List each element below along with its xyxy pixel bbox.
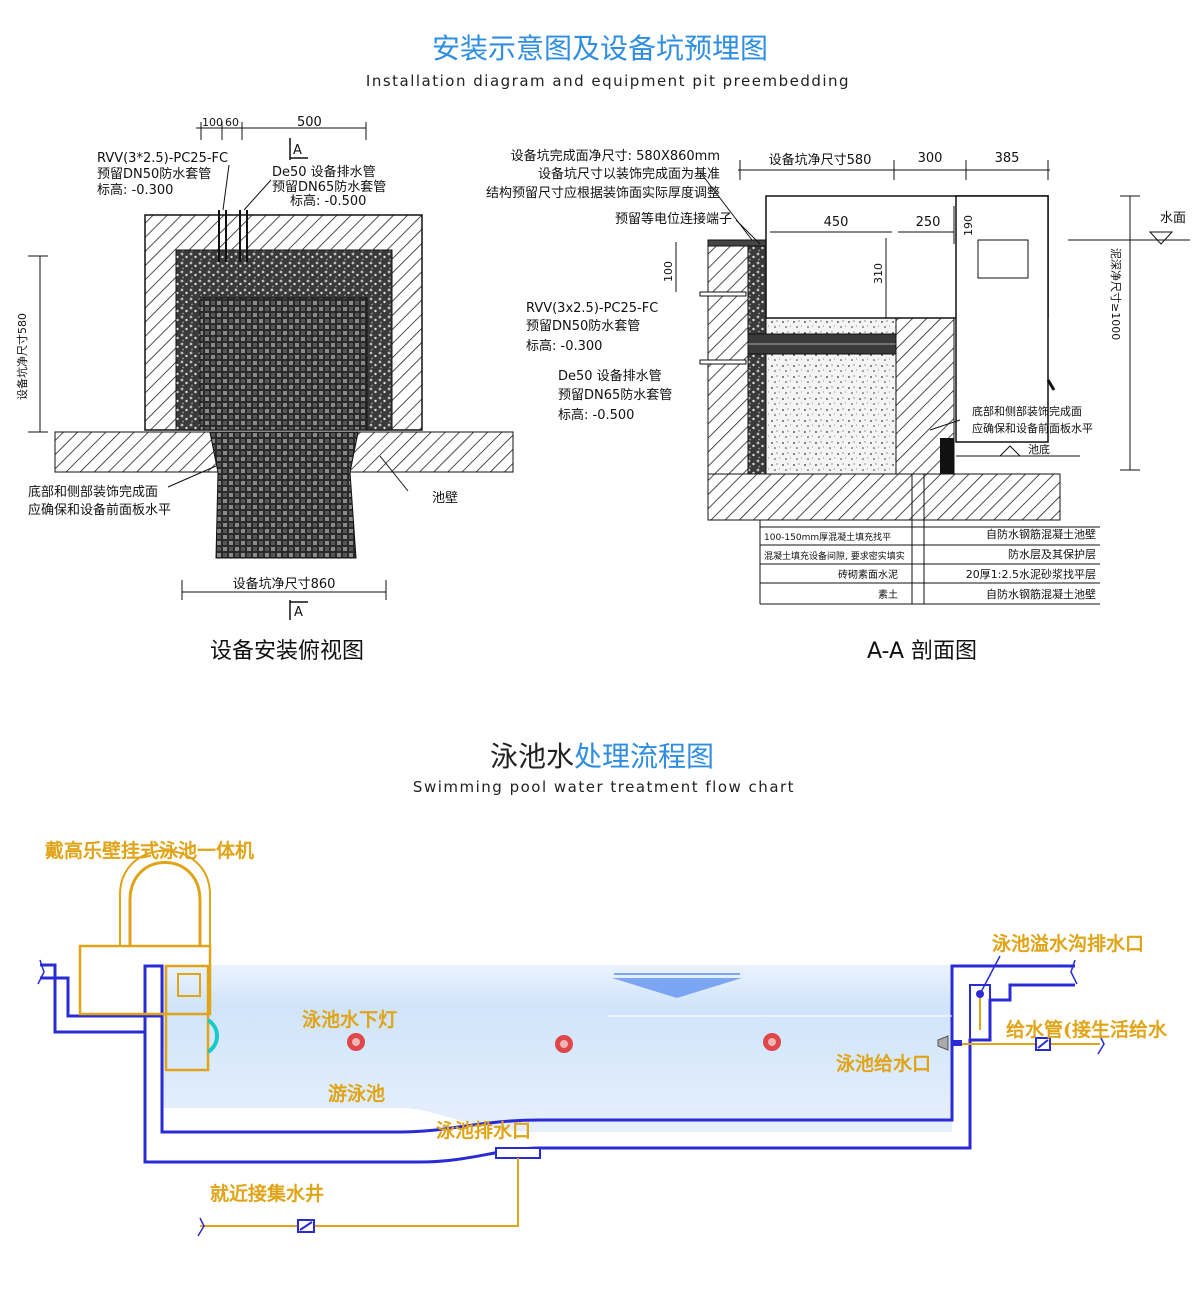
sec-dim-580: 设备坑净尺寸580 [769, 152, 872, 168]
flow-light-label: 泳池水下灯 [302, 1008, 397, 1031]
sec-rvv-line2: 预留DN50防水套管 [526, 318, 640, 334]
flow-pool-label: 游泳池 [328, 1082, 385, 1105]
sec-de50-line3: 标高: -0.500 [558, 407, 634, 423]
sec-rvv-line3: 标高: -0.300 [526, 338, 602, 354]
sec-dim-385: 385 [995, 151, 1020, 166]
section-view-drawing [675, 160, 1190, 605]
top-rvv-line3: 标高: -0.300 [97, 182, 173, 198]
flow-overflow-label: 泳池溢水沟排水口 [992, 932, 1144, 955]
sec-legend-left-2: 砖砌素面水泥 [838, 568, 898, 581]
sec-dim-250: 250 [916, 215, 941, 230]
sec-legend-left-1: 混凝土填充设备间隙, 要求密实填实 [764, 550, 905, 562]
section1-title: 安装示意图及设备坑预埋图 [432, 32, 768, 65]
flow-drain-label: 泳池排水口 [436, 1119, 531, 1142]
sec-dim-310: 310 [872, 263, 885, 284]
section2-title: 泳池水处理流程图 [490, 740, 714, 773]
top-de50-line3: 标高: -0.500 [290, 193, 366, 209]
top-finish-line2: 应确保和设备前面板水平 [28, 502, 171, 518]
top-rvv-line1: RVV(3*2.5)-PC25-FC [97, 151, 228, 166]
sec-finish-line2: 应确保和设备前面板水平 [972, 421, 1093, 435]
top-section-marker-bottom: A [294, 605, 303, 620]
sec-legend-right-1: 防水层及其保护层 [1008, 547, 1096, 561]
sec-note2: 设备坑尺寸以装饰完成面为基准 [538, 166, 720, 182]
sec-de50-line1: De50 设备排水管 [558, 368, 662, 384]
sec-pool-bottom: 池底 [1028, 442, 1050, 456]
top-de50-line1: De50 设备排水管 [272, 164, 376, 180]
top-dim-500: 500 [297, 115, 322, 130]
sec-dim-100: 100 [662, 261, 675, 282]
sec-legend-right-3: 自防水钢筋混凝土池壁 [986, 587, 1096, 601]
section2-title-part1: 泳池水 [490, 740, 574, 773]
top-view-caption: 设备安装俯视图 [210, 639, 364, 664]
top-rvv-line2: 预留DN50防水套管 [97, 166, 211, 182]
section1-subtitle: Installation diagram and equipment pit p… [366, 72, 850, 90]
top-pool-wall: 池壁 [432, 491, 458, 506]
top-view-drawing: 100 60 500 A 设备坑净尺寸580 设备坑净尺寸860 [15, 115, 514, 620]
sec-legend-right-2: 20厚1:2.5水泥砂浆找平层 [966, 567, 1096, 581]
flow-machine-label: 戴高乐壁挂式泳池一体机 [45, 839, 254, 862]
sec-dim-450: 450 [824, 215, 849, 230]
flow-supply-label: 给水管(接生活给水 [1006, 1018, 1168, 1041]
top-de50-line2: 预留DN65防水套管 [272, 179, 386, 195]
pool-flow-drawing [37, 849, 1105, 1237]
section2-subtitle: Swimming pool water treatment flow chart [413, 778, 795, 796]
top-bottom-dim: 设备坑净尺寸860 [233, 576, 336, 592]
flow-inlet-label: 泳池给水口 [836, 1052, 931, 1075]
sec-dim-300: 300 [918, 151, 943, 166]
top-left-dim: 设备坑净尺寸580 [15, 313, 29, 400]
top-finish-line1: 底部和侧部装饰完成面 [28, 484, 158, 500]
sec-note1: 设备坑完成面净尺寸: 580X860mm [511, 148, 720, 164]
top-dim-60: 60 [225, 116, 239, 129]
sec-rvv-line1: RVV(3x2.5)-PC25-FC [526, 301, 658, 316]
sec-dim-190: 190 [962, 215, 975, 236]
sec-legend-left-0: 100-150mm厚混凝土填充找平 [764, 531, 891, 543]
sec-legend-right-0: 自防水钢筋混凝土池壁 [986, 527, 1096, 541]
section2-title-part2: 处理流程图 [574, 740, 714, 773]
sec-de50-line2: 预留DN65防水套管 [558, 387, 672, 403]
flow-well-label: 就近接集水井 [210, 1182, 324, 1205]
sec-depth-label: 泥深净尺寸≥1000 [1109, 248, 1123, 340]
top-section-marker: A [293, 143, 302, 158]
section-view-caption: A-A 剖面图 [867, 639, 977, 664]
sec-terminal: 预留等电位连接端子 [615, 211, 732, 227]
sec-water-surface: 水面 [1160, 211, 1186, 226]
sec-legend-left-3: 素土 [878, 588, 898, 601]
top-dim-100: 100 [202, 116, 223, 129]
sec-finish-line1: 底部和侧部装饰完成面 [972, 404, 1082, 418]
sec-note3: 结构预留尺寸应根据装饰面实际厚度调整 [486, 185, 720, 201]
